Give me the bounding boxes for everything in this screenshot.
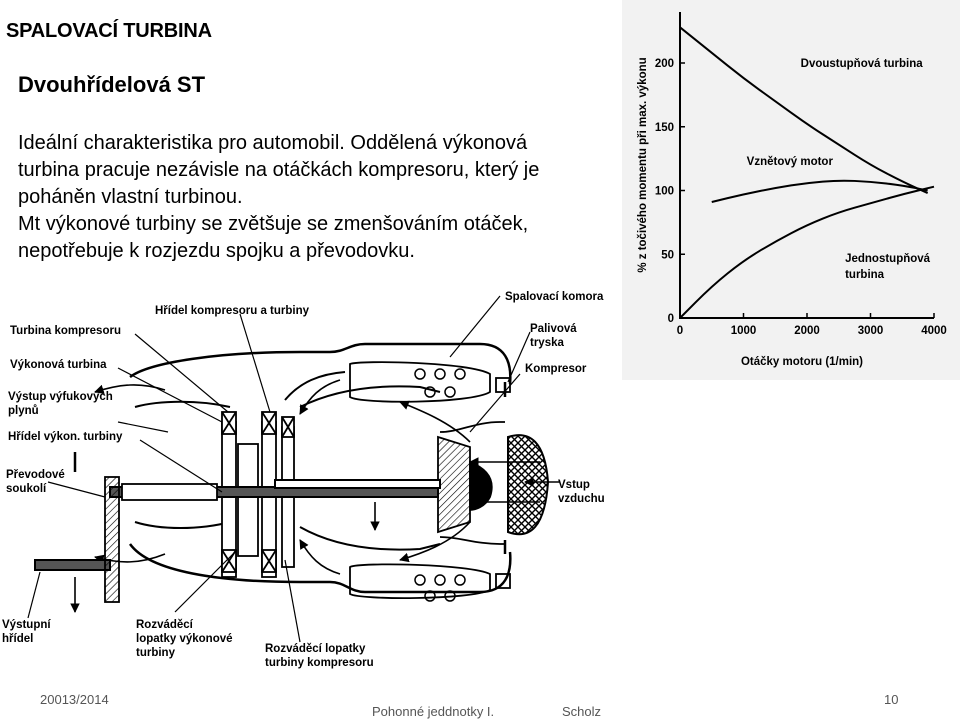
label-prevodove-2: soukolí	[6, 483, 47, 495]
turbine-casing	[73, 342, 512, 594]
chart-x-tick-label: 1000	[731, 325, 757, 337]
diagram-labels: Turbina kompresoru Hřídel kompresoru a t…	[2, 291, 605, 669]
footer-page-number: 10	[884, 692, 899, 707]
leader-lines	[27, 295, 531, 643]
label-rozvadeci-vykon-2: lopatky výkonové	[136, 633, 233, 645]
label-vystup-vyfuk-1: Výstup výfukových	[8, 391, 113, 403]
label-palivova-tryska-2: tryska	[530, 337, 564, 349]
body-line: nepotřebuje k rozjezdu spojku a převodov…	[18, 240, 415, 262]
label-kompresor: Kompresor	[525, 363, 587, 375]
gear-train	[104, 476, 218, 603]
air-intake	[507, 434, 550, 536]
label-turbina-kompresoru: Turbina kompresoru	[10, 325, 121, 337]
chart-y-tick-label: 200	[655, 58, 674, 70]
label-vstup-vzduchu-2: vzduchu	[558, 493, 605, 505]
chart-series-label: Vznětový motor	[747, 156, 834, 168]
chart-x-axis-label: Otáčky motoru (1/min)	[741, 356, 863, 368]
chart-y-tick-label: 150	[655, 122, 674, 134]
chart-series-label: Dvoustupňová turbina	[801, 58, 924, 70]
body-line: turbina pracuje nezávisle na otáčkách ko…	[18, 159, 540, 181]
slide-title: SPALOVACÍ TURBINA	[6, 20, 212, 42]
chart-series-line	[679, 185, 935, 319]
label-vystupni-hridel-1: Výstupní	[2, 619, 51, 631]
label-vykonova-turbina: Výkonová turbina	[10, 359, 107, 371]
chart-x-tick-label: 3000	[858, 325, 884, 337]
label-vystup-vyfuk-2: plynů	[8, 405, 39, 417]
footer-course: Pohonné jeddnotky I.	[372, 704, 495, 719]
torque-chart: 0 1000 2000 3000 4000 0 50 100 150 200 Dvoustupňo…	[637, 12, 947, 368]
chart-series-line	[679, 26, 929, 194]
chart-y-tick-label: 100	[655, 186, 674, 198]
body-line: Ideální charakteristika pro automobil. O…	[18, 132, 528, 154]
body-line: poháněn vlastní turbinou.	[18, 186, 243, 208]
chart-series-label: Jednostupňová	[845, 253, 931, 265]
chart-y-tick-label: 50	[661, 249, 674, 261]
turbine-diagram: Turbina kompresoru Hřídel kompresoru a t…	[2, 291, 605, 669]
label-hridel-kompresoru: Hřídel kompresoru a turbiny	[155, 305, 310, 317]
turbine-inner-ducts	[134, 371, 441, 551]
chart-series-line	[711, 179, 928, 203]
label-rozvadeci-vykon-3: turbiny	[136, 647, 176, 659]
chart-series-label-cont: turbina	[845, 269, 885, 281]
label-spalovaci-komora: Spalovací komora	[505, 291, 604, 303]
compressor-rotor	[437, 421, 505, 545]
footer-date: 20013/2014	[40, 692, 109, 707]
output-arrows	[70, 502, 380, 613]
chart-x-tick-label: 2000	[794, 325, 820, 337]
label-rozvadeci-komp-1: Rozváděcí lopatky	[265, 643, 366, 655]
chart-y-axis-label: % z točivého momentu při max. výkonu	[637, 57, 649, 272]
chart-series	[679, 26, 935, 319]
body-text: Ideální charakteristika pro automobil. O…	[18, 130, 618, 265]
torque-chart-panel: 0 1000 2000 3000 4000 0 50 100 150 200 Dvoustupňo…	[622, 0, 960, 380]
label-vstup-vzduchu-1: Vstup	[558, 479, 590, 491]
label-prevodove-1: Převodové	[6, 469, 65, 481]
slide-subtitle: Dvouhřídelová ST	[18, 72, 206, 97]
footer-author: Scholz	[562, 704, 602, 719]
chart-x-tick-label: 4000	[921, 325, 947, 337]
label-vystupni-hridel-2: hřídel	[2, 633, 33, 645]
chart-x-tick-label: 0	[677, 325, 683, 337]
label-hridel-vykon: Hřídel výkon. turbiny	[8, 431, 123, 443]
chart-y-tick-label: 0	[668, 313, 674, 325]
label-rozvadeci-vykon-1: Rozváděcí	[136, 619, 194, 631]
label-palivova-tryska-1: Palivová	[530, 323, 577, 335]
body-line: Mt výkonové turbiny se zvětšuje se zmenš…	[18, 213, 529, 235]
chart-ticks: 0 1000 2000 3000 4000 0 50 100 150 200	[655, 58, 947, 337]
label-rozvadeci-komp-2: turbiny kompresoru	[265, 657, 374, 669]
